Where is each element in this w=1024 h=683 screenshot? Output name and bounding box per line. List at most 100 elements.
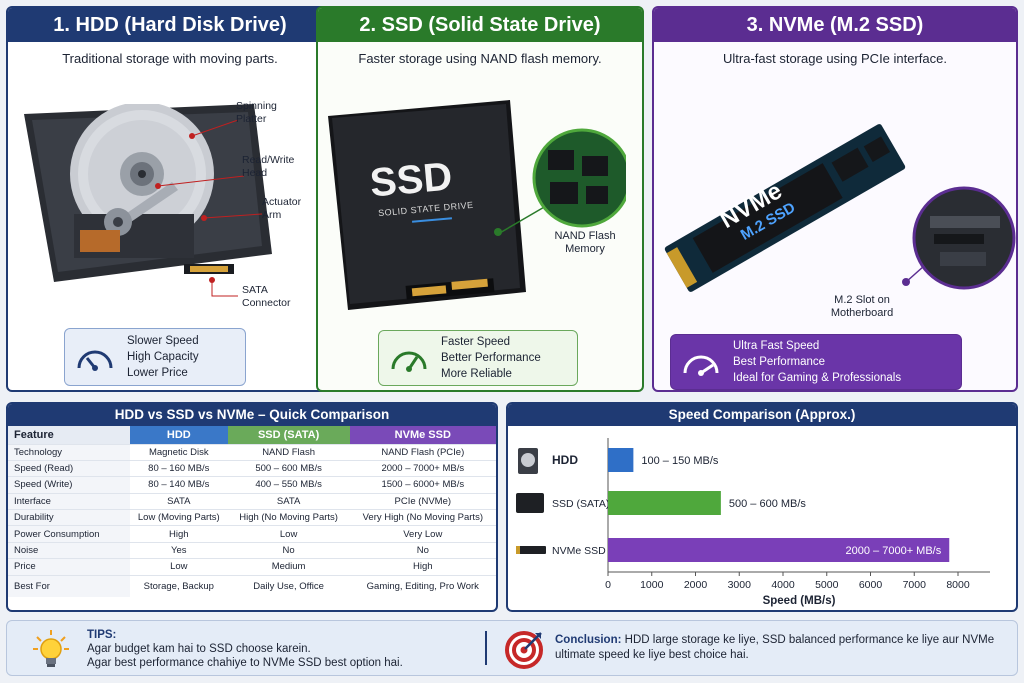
table-row-label: Speed (Read)	[8, 459, 130, 477]
tips-panel: TIPS: Agar budget kam hai to SSD choose …	[6, 620, 1018, 676]
tips-text: TIPS: Agar budget kam hai to SSD choose …	[87, 628, 403, 670]
table-cell: High	[349, 558, 496, 576]
table-cell: NAND Flash	[227, 443, 350, 461]
x-tick-label: 6000	[859, 579, 883, 591]
hdd-feature: Lower Price	[127, 367, 188, 379]
table-cell: Medium	[227, 558, 350, 576]
table-cell: Daily Use, Office	[227, 574, 350, 598]
conclusion-head: Conclusion:	[555, 634, 622, 646]
table-cell: Magnetic Disk	[130, 443, 228, 461]
ssd-feature-box: Faster Speed Better Performance More Rel…	[378, 330, 578, 386]
table-cell: No	[349, 541, 496, 559]
category-label: HDD	[552, 453, 578, 467]
hdd-illustration	[24, 104, 272, 282]
speedometer-icon	[77, 350, 113, 371]
table-row-label: Interface	[8, 492, 130, 510]
speed-bar	[608, 538, 950, 562]
comparison-table-panel: HDD vs SSD vs NVMe – Quick Comparison Fe…	[6, 402, 498, 612]
table-cell: 400 – 550 MB/s	[227, 476, 350, 494]
table-row-label: Technology	[8, 443, 130, 461]
tip-line: Agar budget kam hai to SSD choose karein…	[87, 643, 311, 655]
header-ssd: SSD (SATA)	[227, 426, 350, 444]
bar-value-label: 2000 – 7000+ MB/s	[846, 545, 942, 557]
table-cell: SATA	[130, 492, 228, 510]
ssd-feature: Better Performance	[441, 352, 541, 364]
category-label: NVMe SSD	[552, 545, 606, 557]
ssd-icon	[516, 493, 544, 513]
x-tick-label: 2000	[684, 579, 708, 591]
table-cell: Storage, Backup	[130, 574, 228, 598]
conclusion-body: HDD large storage ke liye, SSD balanced …	[555, 634, 995, 661]
table-cell: 2000 – 7000+ MB/s	[349, 459, 496, 477]
table-cell: Low	[227, 525, 350, 543]
m2-slot-zoom	[902, 186, 1016, 290]
lightbulb-icon	[33, 630, 69, 667]
nvme-feature: Ultra Fast Speed	[733, 340, 820, 352]
table-row-label: Durability	[8, 509, 130, 526]
nvme-feature: Ideal for Gaming & Professionals	[733, 372, 902, 384]
hdd-icon	[521, 453, 535, 467]
chart-title: Speed Comparison (Approx.)	[508, 404, 1016, 426]
table-row-label: Price	[8, 558, 130, 576]
table-cell: High (No Moving Parts)	[227, 509, 350, 526]
category-label: SSD (SATA)	[552, 498, 609, 510]
table-cell: Gaming, Editing, Pro Work	[349, 574, 496, 598]
table-row-label: Speed (Write)	[8, 476, 130, 494]
table-cell: NAND Flash (PCIe)	[349, 443, 496, 461]
ssd-feature: More Reliable	[441, 368, 512, 380]
hdd-title: 1. HDD (Hard Disk Drive)	[8, 8, 332, 42]
hdd-panel: 1. HDD (Hard Disk Drive) Traditional sto…	[6, 6, 334, 392]
nand-zoom	[494, 128, 626, 236]
target-icon	[505, 631, 543, 669]
callout-actuator-arm: Actuator Arm	[262, 196, 302, 221]
bar-value-label: 100 – 150 MB/s	[641, 455, 719, 467]
x-tick-label: 0	[605, 579, 611, 591]
x-tick-label: 4000	[771, 579, 795, 591]
speed-bar	[608, 491, 721, 515]
ssd-subtitle: Faster storage using NAND flash memory.	[358, 51, 602, 66]
bar-value-label: 500 – 600 MB/s	[729, 498, 807, 510]
callout-sata-connector: SATA Connector	[242, 284, 291, 309]
hdd-feature: Slower Speed	[127, 335, 199, 347]
ssd-feature: Faster Speed	[441, 336, 511, 348]
table-cell: PCIe (NVMe)	[349, 492, 496, 510]
nvme-panel: 3. NVMe (M.2 SSD) Ultra-fast storage usi…	[652, 6, 1018, 392]
callout-spinning-platter: Spinning Platter	[236, 100, 277, 125]
table-cell: 500 – 600 MB/s	[227, 459, 350, 477]
nvme-illustration	[664, 124, 906, 292]
table-row-label: Best For	[8, 574, 130, 598]
speedometer-icon	[683, 355, 719, 376]
hdd-feature-box: Slower Speed High Capacity Lower Price	[64, 328, 246, 386]
tips-divider	[485, 631, 487, 665]
x-tick-label: 5000	[815, 579, 839, 591]
table-cell: High	[130, 525, 228, 543]
ssd-device-label: SSD	[368, 154, 454, 206]
nvme-title: 3. NVMe (M.2 SSD)	[654, 8, 1016, 42]
comparison-table: Feature HDD SSD (SATA) NVMe SSD Technolo…	[8, 426, 496, 598]
x-tick-label: 8000	[946, 579, 970, 591]
callout-read-write-head: Read/Write Head	[242, 154, 295, 179]
conclusion-text: Conclusion: HDD large storage ke liye, S…	[555, 633, 995, 663]
table-row-label: Power Consumption	[8, 525, 130, 543]
nvme-icon	[516, 546, 546, 554]
table-cell: Low	[130, 558, 228, 576]
x-tick-label: 1000	[640, 579, 664, 591]
table-cell: No	[227, 541, 350, 559]
header-feature: Feature	[8, 426, 130, 444]
table-cell: 80 – 140 MB/s	[130, 476, 228, 494]
x-axis-label: Speed (MB/s)	[763, 595, 836, 607]
callout-nand-flash: NAND Flash Memory	[554, 230, 616, 255]
nvme-icon	[516, 546, 520, 554]
table-cell: 80 – 160 MB/s	[130, 459, 228, 477]
tips-head: TIPS:	[87, 629, 117, 641]
nvme-subtitle: Ultra-fast storage using PCIe interface.	[723, 51, 947, 66]
tip-line: Agar best performance chahiye to NVMe SS…	[87, 657, 403, 669]
